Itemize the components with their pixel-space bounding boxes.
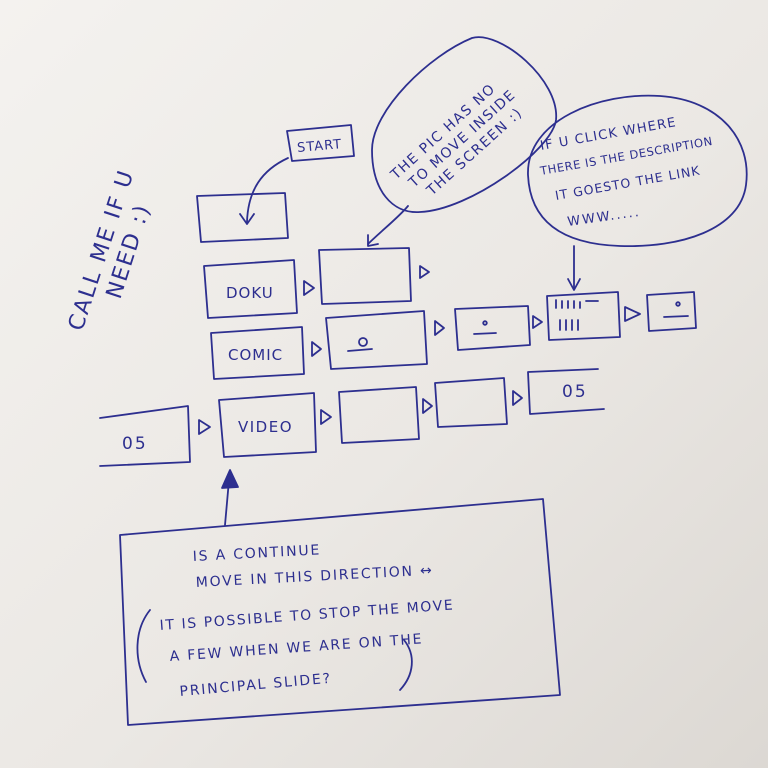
video-arrow-3 [512, 390, 523, 406]
right-parenthesis [399, 639, 413, 691]
left-parenthesis [136, 609, 151, 683]
bubble-right-outline [527, 94, 748, 248]
comic-slide-3 [546, 291, 621, 341]
comic-slide-3-text-top [555, 299, 599, 309]
bubble-left-outline [371, 36, 557, 213]
comic-slide-2 [454, 305, 531, 351]
video-label: VIDEO [238, 418, 293, 436]
doku-arrow-1 [303, 280, 315, 296]
right-count-box [527, 368, 605, 415]
start-label: START [297, 137, 343, 156]
video-arrow-1 [320, 409, 332, 425]
start-box [286, 124, 355, 162]
doku-label: DOKU [226, 284, 274, 302]
start-connector-arrowhead [239, 213, 255, 225]
bubble-left-tail-head [367, 234, 379, 247]
bottom-note-box [119, 498, 561, 726]
comic-slide-4-line [663, 315, 689, 318]
comic-box [210, 326, 305, 380]
bottom-note-line-5: PRINCIPAL SLIDE? [179, 671, 333, 700]
comic-slide-4-dot [675, 301, 681, 307]
video-arrow-2 [422, 398, 433, 414]
bubble-right-line-4: WWW..... [566, 205, 641, 230]
start-connector [246, 157, 289, 223]
bottom-note-line-3: IT IS POSSIBLE TO STOP THE MOVE [159, 597, 455, 634]
bubble-right-tail-head [567, 278, 581, 291]
bottom-note-line-1: IS A CONTINUE [192, 542, 321, 565]
comic-slide-1-dot [358, 337, 368, 347]
comic-slide-1 [325, 310, 428, 370]
left-count-box [99, 405, 191, 467]
top-slide-box [196, 192, 289, 243]
video-box [218, 392, 317, 458]
video-slide-2 [434, 377, 508, 428]
video-slide-1 [338, 386, 420, 444]
comic-label: COMIC [228, 346, 283, 364]
comic-arrow-2 [434, 320, 445, 336]
comic-slide-1-line [347, 348, 373, 352]
up-arrow-head [221, 469, 239, 489]
comic-slide-2-line [473, 332, 497, 335]
bubble-left-tail [367, 205, 409, 245]
doku-box [203, 259, 298, 319]
bubble-left-line-1: THE PIC HAS NO [387, 81, 499, 184]
comic-slide-3-text-bottom [559, 319, 579, 331]
comic-arrow-4 [624, 306, 641, 322]
right-count-label: 05 [562, 382, 588, 402]
comic-arrow-1 [311, 341, 322, 357]
doku-arrow-2 [419, 265, 430, 279]
comic-arrow-3 [532, 315, 543, 329]
comic-slide-4 [646, 291, 697, 332]
comic-slide-2-dot [482, 320, 488, 326]
bottom-note-line-4: A FEW WHEN WE ARE ON THE [169, 631, 424, 665]
video-arrow-left [198, 419, 211, 435]
left-count-label: 05 [122, 434, 148, 454]
doku-slide-1 [318, 247, 412, 305]
bottom-note-line-2: MOVE IN THIS DIRECTION ↔ [195, 563, 434, 591]
